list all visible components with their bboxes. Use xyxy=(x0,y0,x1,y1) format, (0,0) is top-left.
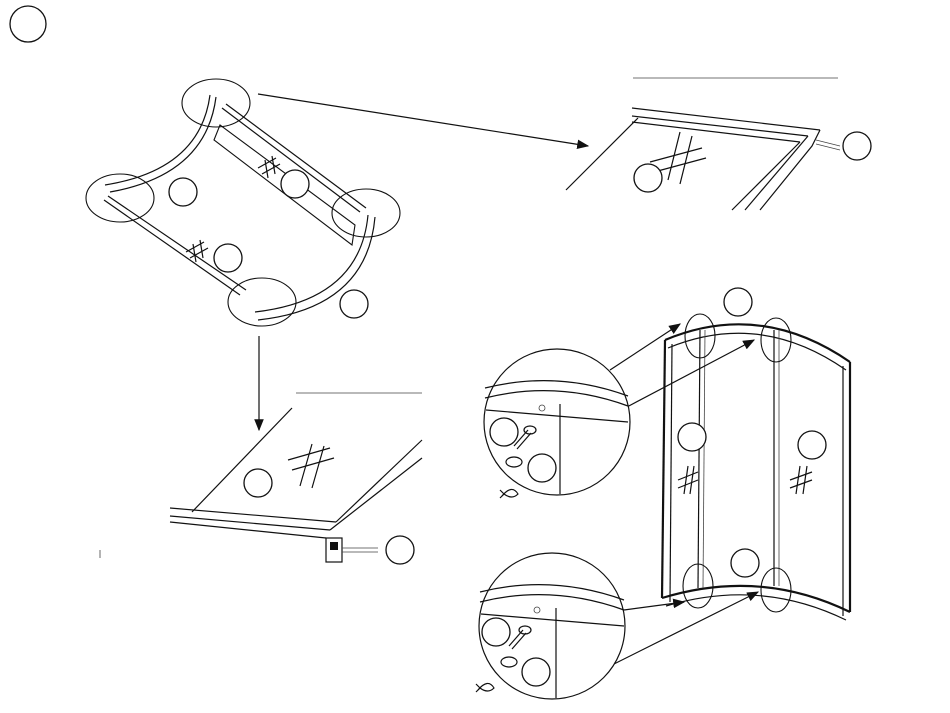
callout-overview-a xyxy=(169,178,197,206)
magnified-joint-top xyxy=(484,349,630,498)
rotate-arrow-icon xyxy=(476,683,494,692)
arrow-to-top-right-detail xyxy=(258,94,588,146)
corner-highlight-left xyxy=(86,174,154,222)
curved-frame-overview xyxy=(86,79,400,326)
callout-detail-tr-glass xyxy=(634,164,662,192)
glass-hatch-icon xyxy=(288,444,334,488)
magnified-joint-bottom xyxy=(476,553,625,699)
callout-assembled-top xyxy=(724,288,752,316)
glass-hatch-icon xyxy=(678,466,812,494)
corner-highlight-top xyxy=(182,79,250,127)
corner-detail-top-right xyxy=(566,78,871,210)
assembled-enclosure xyxy=(662,288,850,620)
corner-highlight-bottom xyxy=(228,278,296,326)
callout-assembled-left xyxy=(678,423,706,451)
callout-overview-c xyxy=(214,244,242,272)
callout-overview-d xyxy=(340,290,368,318)
callout-detail-bl-screw xyxy=(386,536,414,564)
step-number-icon xyxy=(10,6,46,42)
callout-overview-b xyxy=(281,170,309,198)
callout-mag-bottom-cap xyxy=(522,658,550,686)
callout-detail-bl-glass xyxy=(244,469,272,497)
corner-detail-bottom-left xyxy=(100,393,422,564)
callout-mag-bottom-screw xyxy=(482,618,510,646)
callout-assembled-right xyxy=(798,431,826,459)
callout-mag-top-screw xyxy=(490,418,518,446)
callout-mag-top-cap xyxy=(528,454,556,482)
rotate-arrow-icon xyxy=(500,489,518,498)
callout-assembled-bottom xyxy=(731,549,759,577)
callout-detail-tr-screw xyxy=(843,132,871,160)
